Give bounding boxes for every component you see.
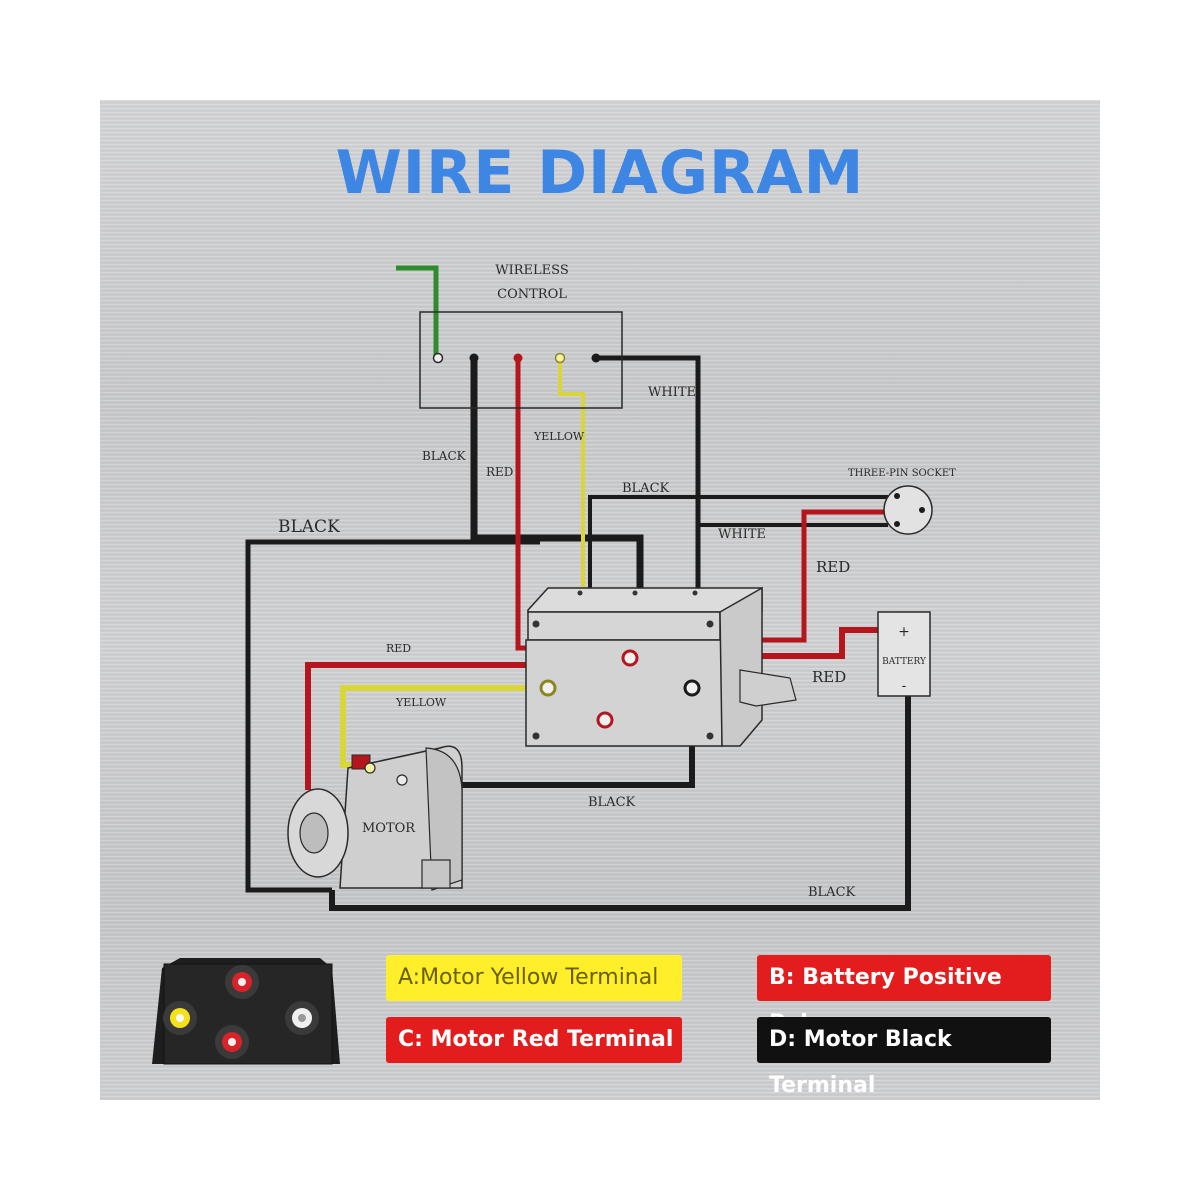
label-battery: BATTERY (882, 657, 927, 667)
label-red-battery: RED (812, 668, 846, 686)
label-black-ctrl: BLACK (422, 449, 467, 463)
label-red-motor: RED (386, 642, 411, 655)
label-motor: MOTOR (362, 821, 416, 836)
wire-white-control (596, 355, 701, 588)
motor-body (287, 745, 463, 891)
label-wireless: WIRELESS (495, 263, 568, 278)
terminal-a-yellow (539, 679, 557, 697)
label-black-left: BLACK (278, 517, 340, 537)
battery-box (877, 611, 931, 697)
wire-black-left-loop (245, 539, 540, 893)
label-yellow-ctrl: YELLOW (533, 430, 585, 443)
wire-black-battery (329, 696, 911, 911)
legend-d-motor-black-terminal: D: Motor Black Terminal (757, 1017, 1051, 1098)
label-black-socket: BLACK (622, 481, 670, 496)
label-battery-minus: - (902, 678, 907, 694)
controller-photo (152, 958, 340, 1065)
wireless-control-box (419, 311, 623, 409)
terminal-black (469, 353, 479, 363)
legend-a-motor-yellow-terminal: A:Motor Yellow Terminal (386, 955, 682, 1001)
label-white-top: WHITE (648, 385, 696, 400)
label-yellow-motor: YELLOW (395, 696, 447, 709)
wiring-diagram: WIRELESS CONTROL WHITE BLACK RED YELLOW … (152, 263, 956, 1065)
label-battery-plus: + (898, 624, 910, 640)
label-black-bottom: BLACK (808, 885, 856, 900)
terminal-red (513, 353, 523, 363)
wire-red-control (515, 358, 530, 651)
label-black-motor: BLACK (588, 795, 636, 810)
label-red-ctrl: RED (486, 465, 513, 479)
three-pin-socket (883, 485, 933, 535)
wire-black-socket (588, 495, 888, 588)
label-red-socket: RED (816, 558, 850, 576)
legend-b-battery-positive-pole: B: Battery Positive Pole (757, 955, 1051, 1036)
terminal-d-black (683, 679, 701, 697)
terminal-c-red (621, 649, 639, 667)
wire-black-main-loop (470, 358, 644, 588)
diagram-panel: WIRE DIAGRAM (100, 100, 1100, 1100)
control-terminals (432, 352, 601, 364)
terminal-b-red (596, 711, 614, 729)
label-three-pin-socket: THREE-PIN SOCKET (848, 468, 956, 479)
legend-c-motor-red-terminal: C: Motor Red Terminal (386, 1017, 682, 1063)
label-white-socket: WHITE (718, 527, 766, 542)
label-control: CONTROL (497, 287, 567, 302)
antenna-wire-green (396, 265, 439, 358)
contactor-box (525, 586, 797, 747)
wire-yellow-control (558, 358, 585, 588)
terminal-green (432, 352, 444, 364)
terminal-white (591, 353, 601, 363)
terminal-yellow (554, 352, 566, 364)
page-title: WIRE DIAGRAM (335, 138, 865, 208)
diagram-labels: WIRELESS CONTROL WHITE BLACK RED YELLOW … (278, 263, 956, 900)
